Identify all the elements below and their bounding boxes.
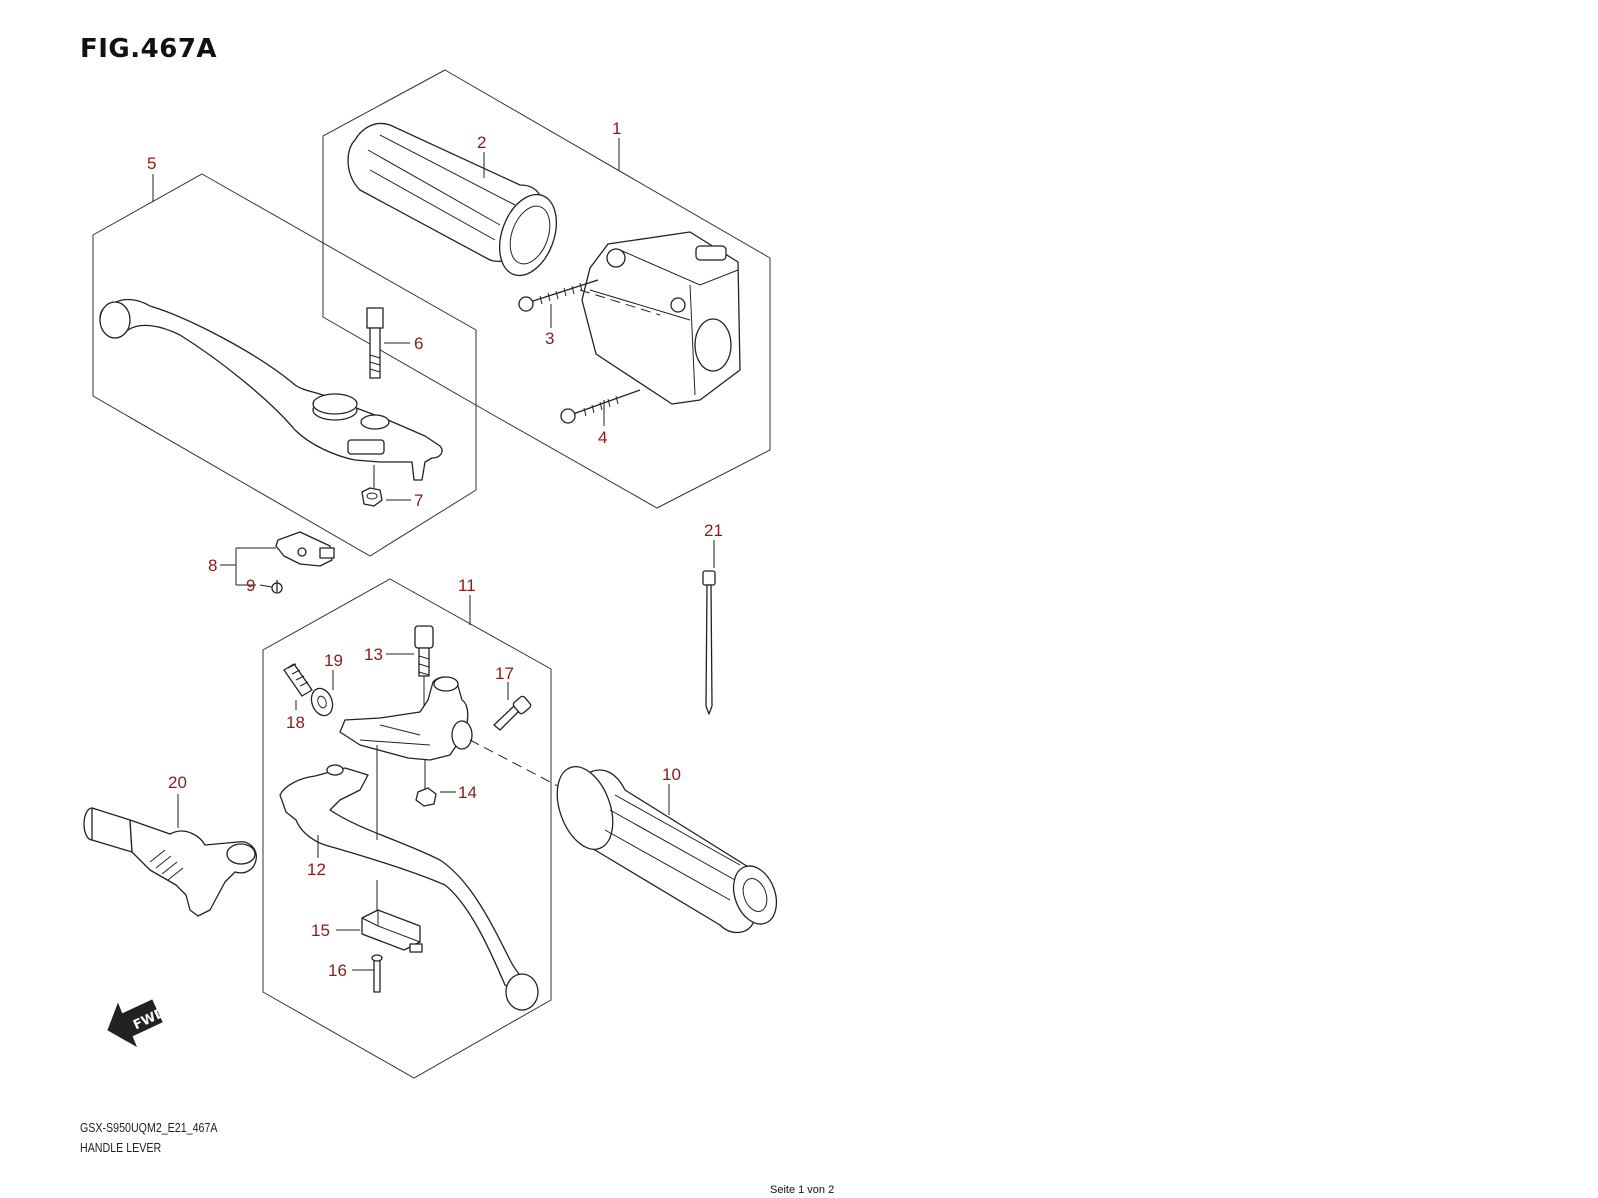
callout-15: 15: [311, 921, 330, 940]
part-9-screw: [271, 580, 283, 594]
callout-14: 14: [458, 783, 477, 802]
part-1-switch-housing: [581, 231, 741, 405]
figure-title: FIG.467A: [80, 34, 218, 64]
part-8-brake-switch: [275, 531, 335, 567]
part-20-throttle-tube: [83, 807, 257, 917]
assembly-line-screw-3: [579, 289, 661, 316]
part-17-bolt: [493, 695, 532, 731]
part-21-cable-tie: [702, 570, 716, 715]
callout-12: 12: [307, 860, 326, 879]
callout-8: 8: [208, 556, 217, 575]
callout-11: 11: [458, 576, 476, 595]
part-13-bolt: [414, 625, 434, 677]
part-4-screw: [560, 389, 641, 424]
part-14-nut: [415, 760, 437, 807]
part-7-nut: [361, 465, 383, 507]
callout-17: 17: [495, 664, 514, 683]
group-box-11: [262, 578, 552, 1079]
callout-20: 20: [168, 773, 187, 792]
part-6-bolt: [366, 307, 384, 379]
callout-1: 1: [612, 119, 621, 138]
part-12-clutch-lever: [279, 764, 539, 1011]
callout-18: 18: [286, 713, 305, 732]
part-10-grip: [556, 766, 778, 934]
figure-name: HANDLE LEVER: [80, 1140, 162, 1155]
part-16-screw: [371, 954, 383, 993]
group-box-1: [322, 69, 771, 509]
callout-9: 9: [246, 576, 255, 595]
model-code: GSX-S950UQM2_E21_467A: [80, 1120, 218, 1135]
page-indicator: Seite 1 von 2: [770, 1184, 835, 1196]
callout-4: 4: [598, 428, 607, 447]
part-5-brake-lever: [99, 298, 443, 481]
group-box-5: [92, 173, 477, 557]
brake-lever-adjuster: [312, 393, 390, 455]
callout-21: 21: [704, 521, 723, 540]
part-3-screw: [518, 279, 599, 312]
callout-10: 10: [662, 765, 681, 784]
callout-16: 16: [328, 961, 347, 980]
part-18-screw: [283, 663, 313, 697]
callout-3: 3: [545, 329, 554, 348]
fwd-arrow-icon: FWD: [107, 999, 168, 1048]
part-19-washer: [310, 687, 334, 717]
leader-lines: [152, 138, 715, 971]
callout-13: 13: [364, 645, 383, 664]
callout-5: 5: [147, 154, 156, 173]
part-15-clutch-switch: [361, 909, 423, 953]
callout-19: 19: [324, 651, 343, 670]
callout-2: 2: [477, 133, 486, 152]
part-11-clutch-perch: [339, 676, 473, 761]
callout-7: 7: [414, 491, 423, 510]
callout-6: 6: [414, 334, 423, 353]
part-2-grip: [347, 122, 557, 277]
